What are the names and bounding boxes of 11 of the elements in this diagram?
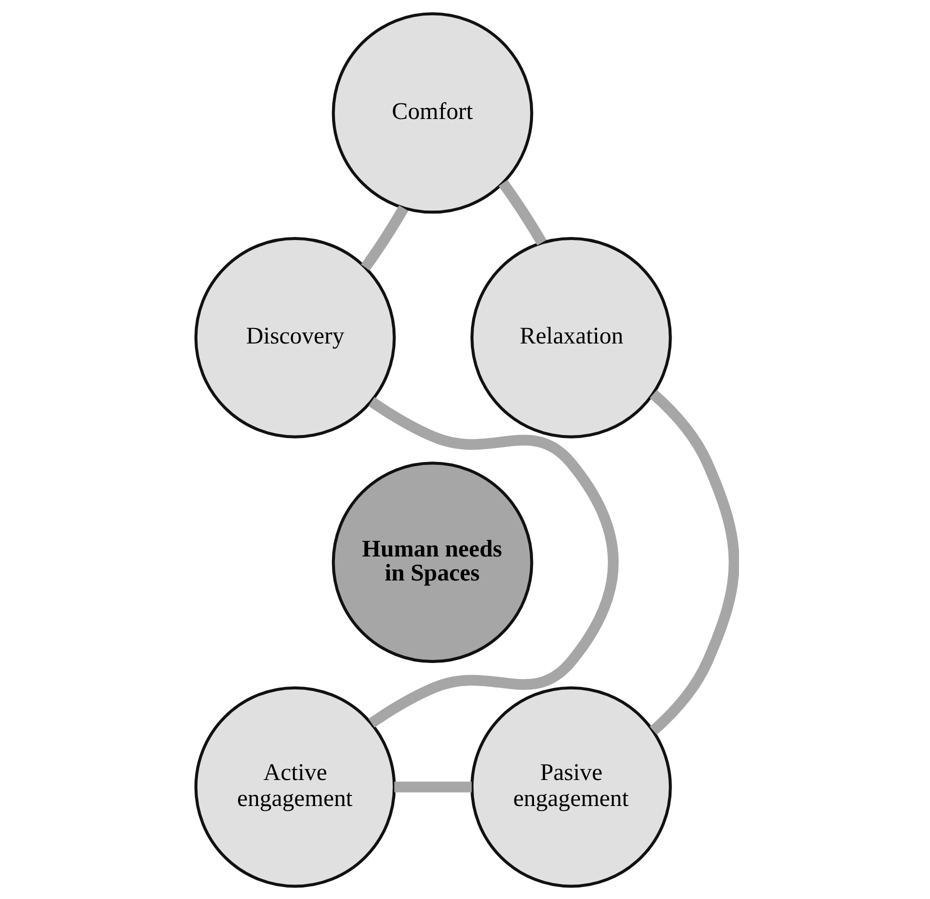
connector: [360, 204, 408, 270]
node-circle: Relaxation: [470, 236, 672, 438]
node-circle: Discovery: [194, 236, 396, 438]
connector: [498, 179, 547, 245]
connector: [368, 396, 618, 728]
node-circle: Comfort: [332, 12, 534, 214]
node-circle: Human needs in Spaces: [332, 461, 534, 663]
connector: [394, 781, 472, 792]
connector: [650, 389, 739, 734]
node-circle: Pasive engagement: [470, 686, 672, 888]
node-circle: Active engagement: [194, 686, 396, 888]
